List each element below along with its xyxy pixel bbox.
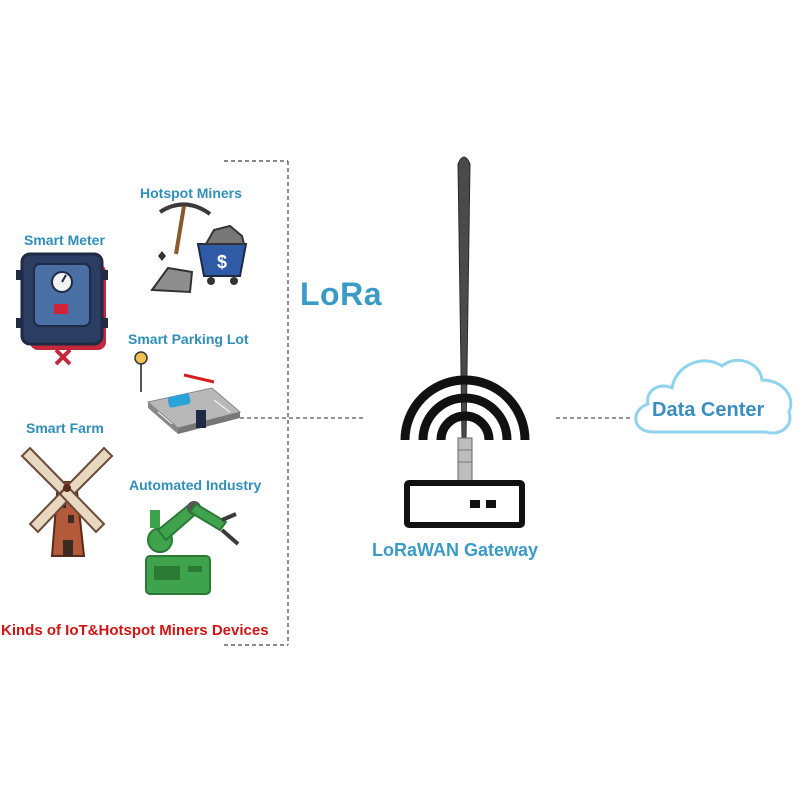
device-group-bracket xyxy=(224,160,289,646)
smart-farm-label: Smart Farm xyxy=(26,420,104,436)
data-center-cloud-icon xyxy=(634,358,793,435)
gateway-router-icon xyxy=(404,480,525,528)
hotspot-miners-icon: $ xyxy=(150,202,248,294)
smart-meter-icon xyxy=(16,252,108,366)
smart-parking-lot-label: Smart Parking Lot xyxy=(128,331,249,347)
automated-industry-icon xyxy=(145,501,240,595)
hotspot-miners-label: Hotspot Miners xyxy=(140,185,242,201)
automated-industry-label: Automated Industry xyxy=(129,477,262,493)
smart-farm-icon xyxy=(20,446,114,557)
device-group-caption: Kinds of IoT&Hotspot Miners Devices xyxy=(1,622,269,639)
data-center-label: Data Center xyxy=(652,399,765,421)
gateway-antenna xyxy=(457,156,473,485)
signal-arcs-icon xyxy=(400,375,530,441)
smart-parking-lot-icon xyxy=(134,351,242,434)
gateway-label: LoRaWAN Gateway xyxy=(372,540,539,560)
smart-meter-label: Smart Meter xyxy=(24,232,105,248)
svg-text:$: $ xyxy=(217,252,227,272)
lora-protocol-label: LoRa xyxy=(300,276,382,312)
